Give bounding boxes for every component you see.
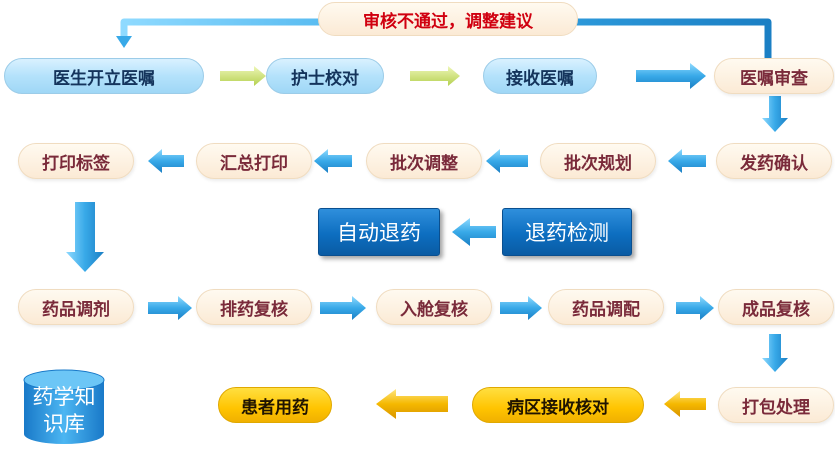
- node-order-review[interactable]: 医嘱审查: [714, 58, 834, 94]
- arrow-r4-2: [376, 389, 448, 419]
- node-package[interactable]: 打包处理: [718, 387, 834, 423]
- node-nurse-check[interactable]: 护士校对: [266, 58, 384, 94]
- node-batch-plan[interactable]: 批次规划: [540, 143, 656, 179]
- arrow-r3-2: [320, 296, 366, 320]
- node-drug-dispensing[interactable]: 药品调剂: [18, 289, 134, 325]
- knowledge-base-label[interactable]: 药学知识库: [32, 385, 96, 436]
- arrow-r4-1: [664, 391, 706, 417]
- arrow-r2-3: [314, 149, 352, 173]
- arrow-r3-1: [148, 296, 192, 320]
- arrow-r2-4: [148, 149, 184, 173]
- node-receive-order[interactable]: 接收医嘱: [483, 58, 597, 94]
- arrow-down-2: [66, 202, 104, 272]
- node-return-detect[interactable]: 退药检测: [502, 208, 632, 256]
- node-product-review[interactable]: 成品复核: [718, 289, 834, 325]
- node-patient-use[interactable]: 患者用药: [218, 387, 332, 423]
- arrow-r1-2: [410, 66, 460, 86]
- arrow-r2-2: [486, 149, 528, 173]
- arrow-r3-3: [500, 296, 542, 320]
- arrow-r1-3: [636, 63, 706, 89]
- node-dispense-confirm[interactable]: 发药确认: [716, 143, 832, 179]
- node-drug-sort-review[interactable]: 排药复核: [196, 289, 312, 325]
- arrow-down-3: [762, 334, 788, 372]
- arrow-down-1: [762, 96, 788, 132]
- node-doctor-order[interactable]: 医生开立医嘱: [4, 58, 204, 94]
- node-bin-review[interactable]: 入舱复核: [376, 289, 492, 325]
- arrow-r2-1: [668, 149, 706, 173]
- arrow-r3-4: [676, 296, 714, 320]
- database-icon: [23, 369, 105, 444]
- node-drug-compound[interactable]: 药品调配: [548, 289, 664, 325]
- feedback-loop-arrowhead: [116, 36, 132, 48]
- node-batch-adjust[interactable]: 批次调整: [366, 143, 482, 179]
- arrow-r1-1: [220, 66, 266, 86]
- node-print-label[interactable]: 打印标签: [18, 143, 134, 179]
- feedback-label: 审核不通过，调整建议: [318, 2, 578, 36]
- node-summary-print[interactable]: 汇总打印: [196, 143, 312, 179]
- arrow-return: [452, 218, 496, 246]
- node-ward-receive[interactable]: 病区接收核对: [472, 387, 644, 423]
- node-auto-return[interactable]: 自动退药: [318, 208, 440, 256]
